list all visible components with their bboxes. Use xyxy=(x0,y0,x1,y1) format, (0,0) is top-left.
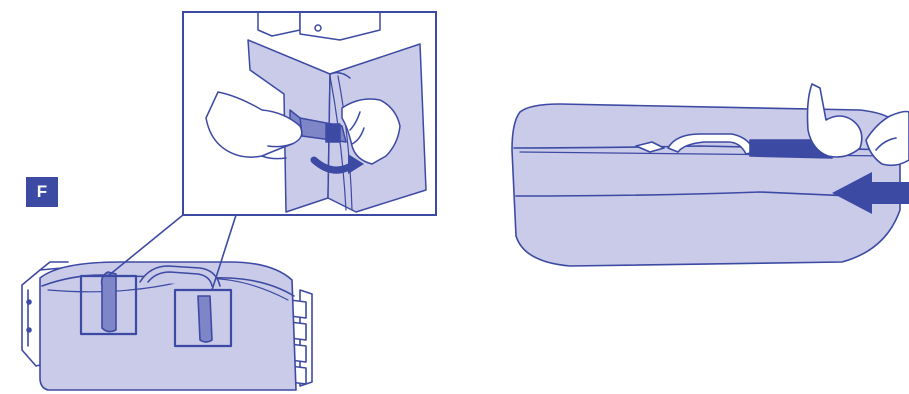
inset-detail xyxy=(182,11,437,216)
folded-bag xyxy=(21,261,313,391)
zoom-connector-lines xyxy=(107,214,237,291)
left-arrow-icon xyxy=(832,172,909,214)
step-label-badge: F xyxy=(26,177,58,207)
strap-left xyxy=(100,271,117,333)
closed-bag-handle xyxy=(667,133,755,155)
inset-border xyxy=(182,11,437,216)
right-hand-zipping xyxy=(865,110,909,167)
left-hand-zipping xyxy=(806,83,863,158)
curved-rotate-arrow-icon xyxy=(310,154,364,174)
closed-bag xyxy=(511,83,909,267)
strap-right xyxy=(197,295,213,343)
highlight-box-right xyxy=(173,288,233,348)
right-hand xyxy=(341,98,401,165)
